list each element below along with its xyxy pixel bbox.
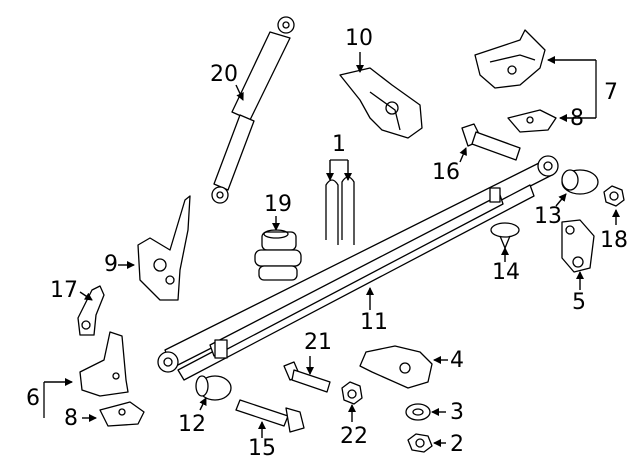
callout-17: 17 — [50, 278, 78, 303]
bracket-4 — [359, 345, 433, 389]
callout-4: 4 — [450, 348, 464, 373]
u-bolts — [325, 176, 355, 245]
hanger-bracket — [339, 67, 423, 139]
callout-1: 1 — [332, 132, 346, 157]
callout-3: 3 — [450, 400, 464, 425]
callout-22: 22 — [340, 424, 368, 449]
jounce-bumper — [254, 229, 302, 281]
leader-lines — [43, 52, 620, 447]
front-hanger — [137, 195, 191, 301]
callout-16: 16 — [432, 160, 460, 185]
bolt-21 — [283, 361, 331, 393]
callout-13: 13 — [534, 204, 562, 229]
nut-22 — [341, 381, 363, 405]
callout-6: 6 — [26, 386, 40, 411]
clip-14 — [490, 222, 520, 250]
callout-12: 12 — [178, 412, 206, 437]
spacer-plate-lower — [99, 401, 145, 427]
leaf-spring — [157, 155, 559, 381]
callout-9: 9 — [104, 252, 118, 277]
callout-7: 7 — [604, 80, 618, 105]
callout-8-upper: 8 — [570, 106, 584, 131]
upper-shackle-bracket — [474, 29, 546, 89]
callout-2: 2 — [450, 432, 464, 457]
callout-19: 19 — [264, 192, 292, 217]
callout-18: 18 — [600, 228, 628, 253]
bushing-12 — [195, 375, 232, 401]
spacer-plate-upper — [507, 109, 557, 133]
callout-11: 11 — [360, 310, 388, 335]
callout-5: 5 — [572, 290, 586, 315]
shackle-bolt — [461, 123, 521, 161]
spring-bushing — [561, 169, 599, 195]
callout-8-lower: 8 — [64, 406, 78, 431]
shackle — [561, 219, 595, 273]
bolt-15 — [235, 399, 305, 433]
callout-14: 14 — [492, 260, 520, 285]
callout-20: 20 — [210, 62, 238, 87]
callout-15: 15 — [248, 436, 276, 461]
callout-21: 21 — [304, 330, 332, 355]
shock-absorber — [211, 16, 295, 204]
nut-18 — [603, 185, 625, 207]
link-17 — [77, 285, 105, 336]
rear-bracket-6 — [79, 331, 129, 397]
washer-3 — [405, 403, 431, 421]
nut-2 — [407, 433, 433, 453]
callout-10: 10 — [345, 26, 373, 51]
